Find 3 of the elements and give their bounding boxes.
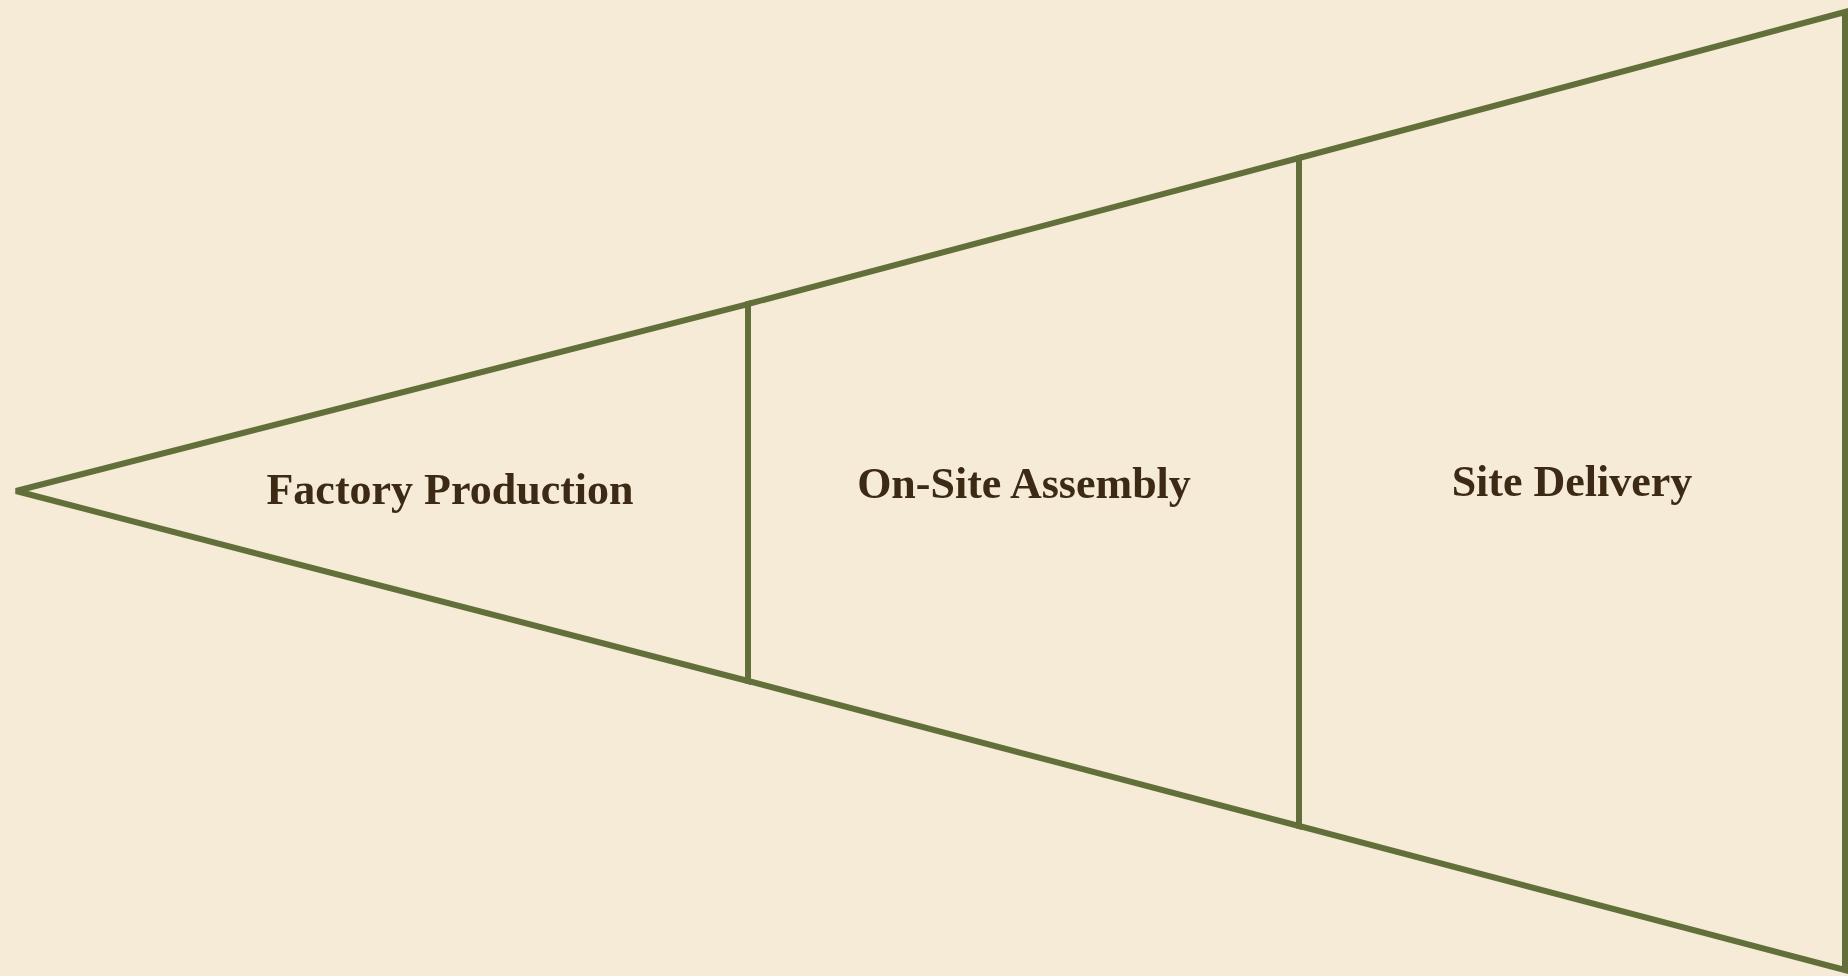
segment-label: Site Delivery: [1451, 455, 1693, 507]
segment-label: Factory Production: [266, 463, 634, 515]
segment-label: On-Site Assembly: [857, 457, 1191, 509]
